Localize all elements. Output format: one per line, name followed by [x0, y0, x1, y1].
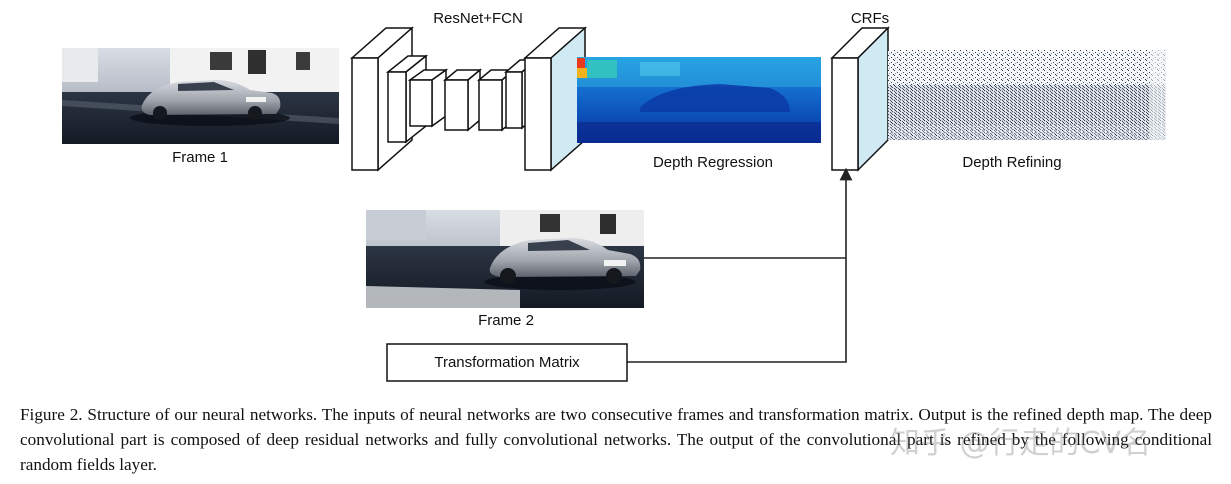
depth-refining-label: Depth Refining — [962, 154, 1061, 171]
figure-caption: Figure 2. Structure of our neural networ… — [20, 405, 1212, 474]
depth-refining-map — [888, 50, 1166, 140]
transformation-matrix-label: Transformation Matrix — [434, 354, 580, 371]
fcn-output-block — [523, 26, 587, 172]
frame1-image — [62, 48, 339, 144]
crfs-label: CRFs — [851, 10, 889, 27]
resnet-fcn-label: ResNet+FCN — [433, 10, 523, 27]
frame2-image — [366, 210, 644, 308]
matrix-connector — [627, 167, 853, 363]
depth-regression-map — [577, 57, 821, 143]
fcn-block-1 — [442, 68, 483, 132]
depth-regression-label: Depth Regression — [653, 154, 773, 171]
connection-arrows — [627, 167, 853, 363]
frame1-label: Frame 1 — [172, 149, 228, 166]
transformation-matrix-box — [386, 343, 628, 382]
frame2-label: Frame 2 — [478, 312, 534, 329]
resnet-block-3 — [407, 68, 449, 128]
network-structure-diagram: ResNet+FCN CRFs Frame 1 Depth Regression… — [62, 10, 1166, 382]
crf-block — [830, 26, 890, 172]
